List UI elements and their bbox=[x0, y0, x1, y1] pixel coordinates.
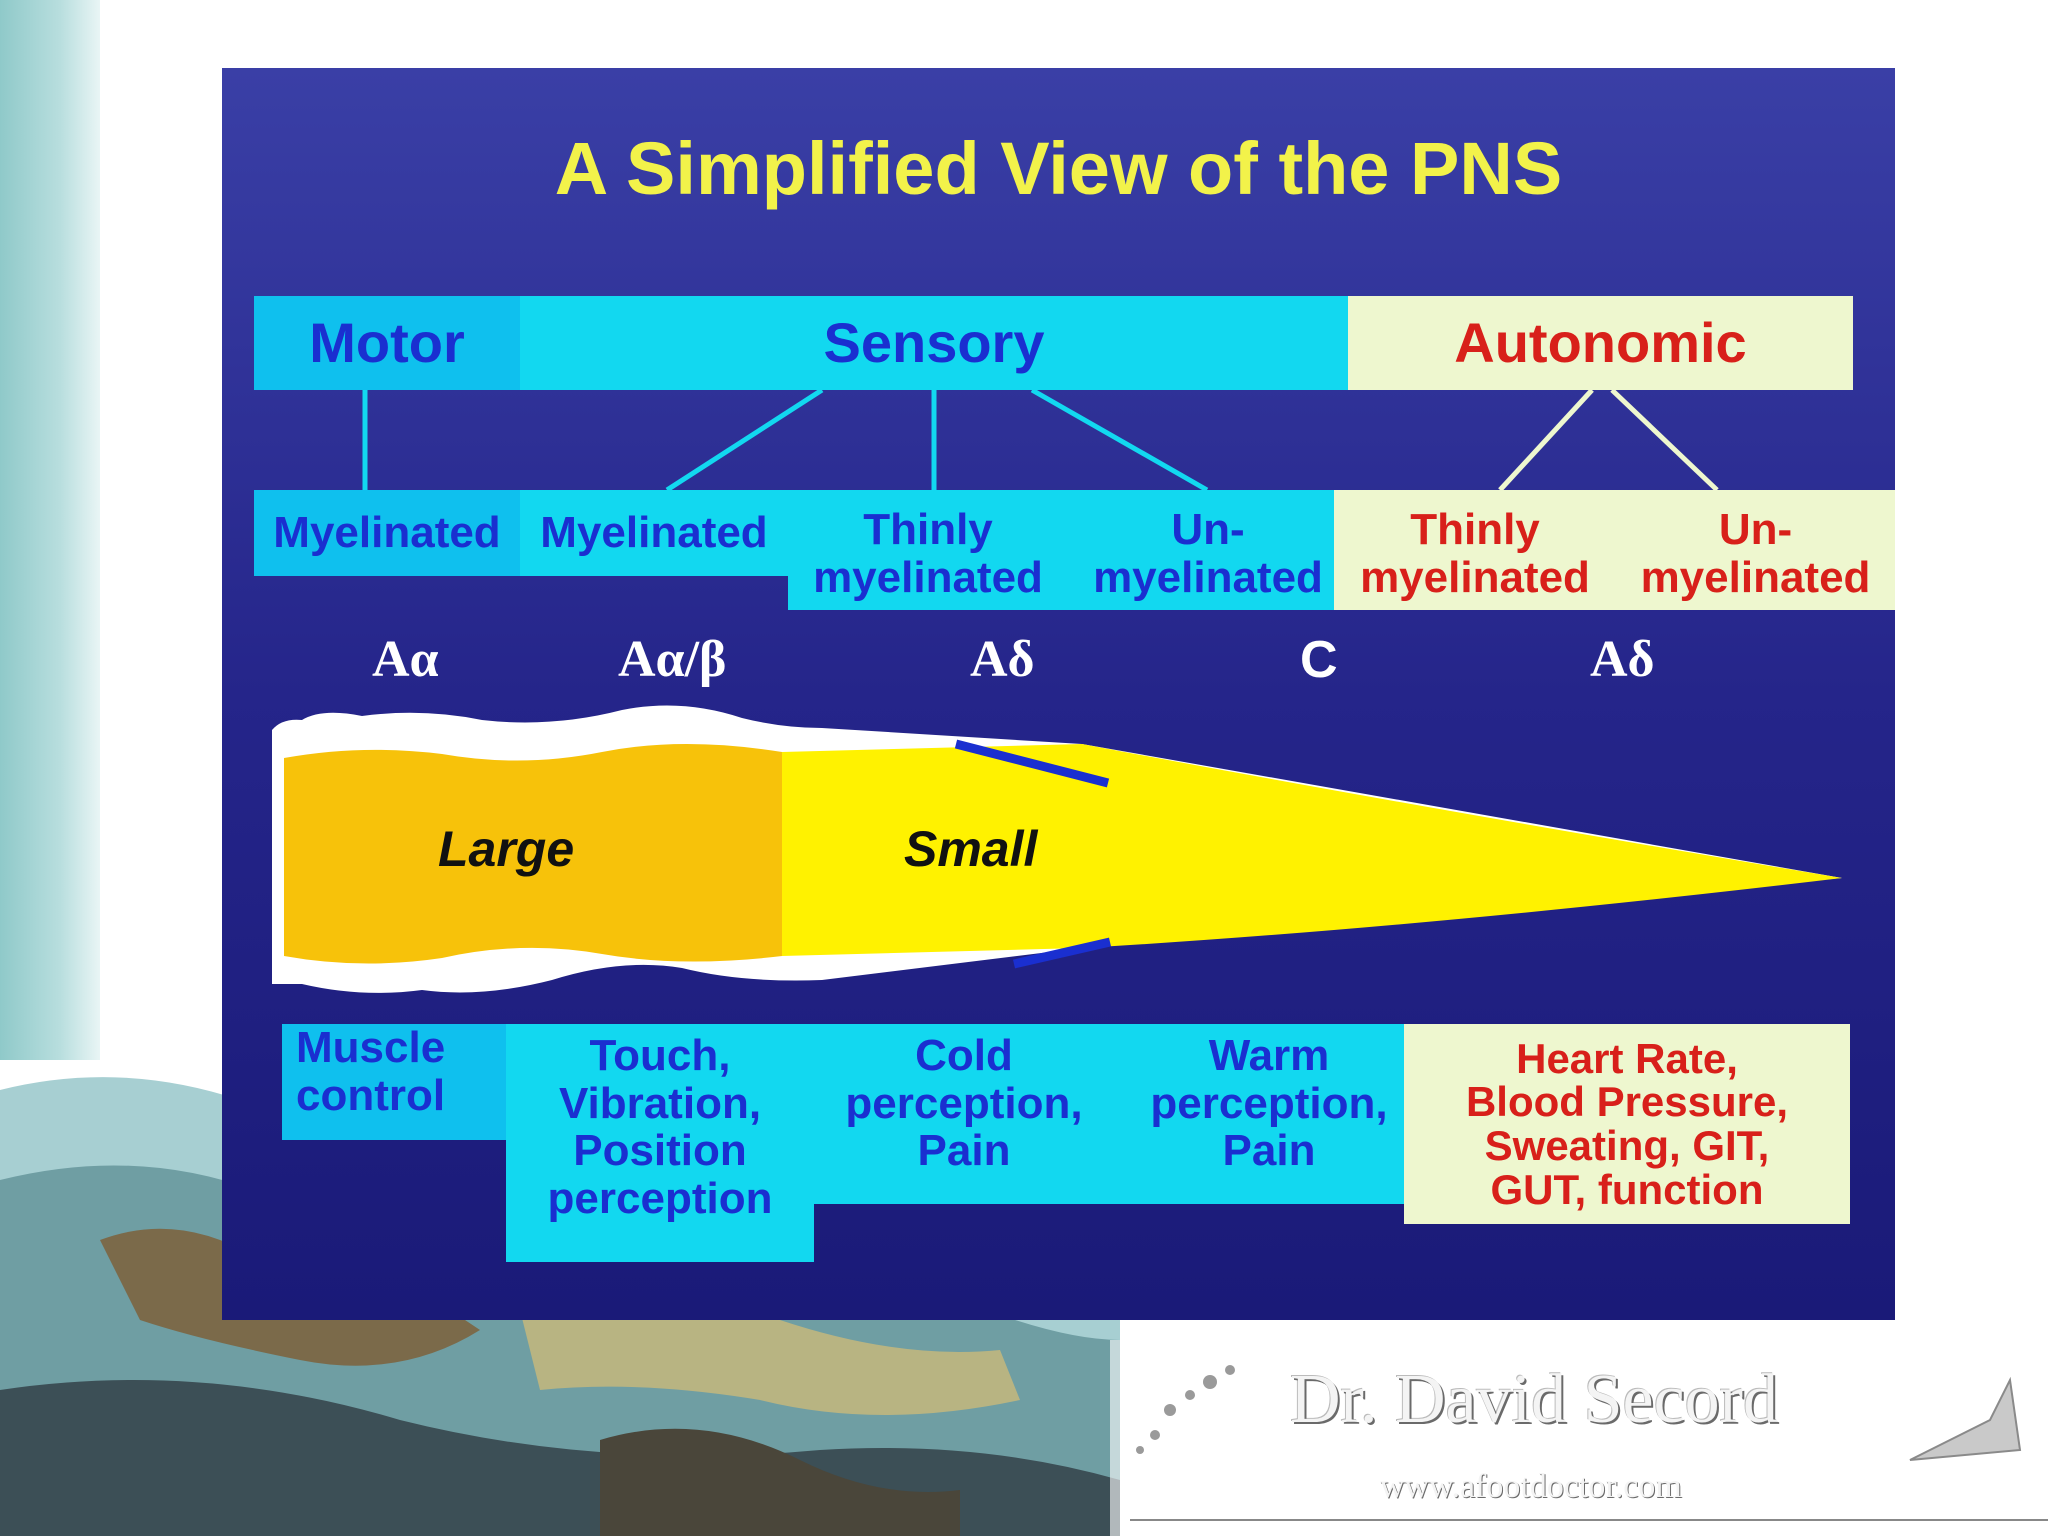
function-muscle-line2: control bbox=[296, 1070, 446, 1120]
category-autonomic-label: Autonomic bbox=[1454, 310, 1747, 374]
myelination-auto-2-line1: Un- bbox=[1718, 505, 1793, 555]
function-touch-line2: Vibration, bbox=[558, 1078, 762, 1128]
function-warm: Warm perception, Pain bbox=[1114, 1024, 1424, 1204]
myelination-auto-2: Un- myelinated bbox=[1616, 498, 1895, 610]
watermark: Dr. David Secord www.afootdoctor.com bbox=[1110, 1340, 2048, 1536]
function-auto-line2: Blood Pressure, bbox=[1465, 1078, 1789, 1126]
myelination-sensory-3-line1: Un- bbox=[1171, 505, 1245, 555]
nerve-fiber-graphic bbox=[272, 705, 1842, 993]
function-auto-line3: Sweating, GIT, bbox=[1484, 1122, 1770, 1169]
thin-myelin-top bbox=[954, 739, 1110, 788]
myelination-autonomic-group bbox=[1334, 490, 1895, 610]
myelination-auto-1-line2: myelinated bbox=[1360, 553, 1590, 602]
fiber-type-c: C bbox=[1300, 631, 1338, 689]
size-label-small: Small bbox=[904, 821, 1038, 877]
function-muscle-control: Muscle control bbox=[282, 1024, 506, 1140]
myelination-auto-1-line1: Thinly bbox=[1410, 505, 1540, 555]
category-motor-label: Motor bbox=[309, 310, 465, 374]
fiber-type-a-alpha-beta: Aα/β bbox=[618, 631, 727, 688]
myelination-sensory-1: Myelinated bbox=[520, 490, 788, 576]
small-fiber-core bbox=[782, 744, 1842, 956]
function-auto-line1: Heart Rate, bbox=[1516, 1034, 1738, 1082]
function-auto-line4: GUT, function bbox=[1490, 1165, 1764, 1213]
category-autonomic: Autonomic bbox=[1348, 296, 1853, 390]
myelination-sensory-group bbox=[788, 490, 1334, 610]
function-temperature-group bbox=[814, 1024, 1424, 1204]
function-cold-line3: Pain bbox=[917, 1126, 1011, 1176]
category-motor: Motor bbox=[254, 296, 520, 390]
watermark-name: Dr. David Secord bbox=[1290, 1361, 1778, 1438]
myelination-sensory-3: Un- myelinated bbox=[1068, 498, 1348, 610]
watermark-url: www.afootdoctor.com bbox=[1380, 1468, 1682, 1505]
sensory-connector-right bbox=[1030, 387, 1209, 493]
function-touch-line1: Touch, bbox=[589, 1031, 731, 1080]
fiber-type-a-delta: Aδ bbox=[970, 631, 1035, 688]
fiber-type-a-alpha: Aα bbox=[372, 631, 439, 688]
function-warm-line2: perception, bbox=[1150, 1078, 1388, 1128]
function-touch-line3: Position bbox=[573, 1126, 747, 1176]
myelination-auto-1: Thinly myelinated bbox=[1334, 498, 1616, 610]
connector-lines bbox=[272, 387, 1842, 993]
function-touch-line4: perception bbox=[547, 1173, 773, 1223]
myelination-motor-label: Myelinated bbox=[273, 508, 501, 558]
function-autonomic: Heart Rate, Blood Pressure, Sweating, GI… bbox=[1404, 1024, 1850, 1224]
sensory-connector-left bbox=[665, 387, 824, 493]
watermark-decoration bbox=[1110, 1340, 2048, 1536]
fiber-type-a-delta-autonomic: Aδ bbox=[1590, 631, 1655, 688]
autonomic-connector-left bbox=[1498, 388, 1594, 492]
myelination-auto-2-line2: myelinated bbox=[1640, 553, 1871, 602]
function-cold: Cold perception, Pain bbox=[814, 1024, 1114, 1204]
function-cold-line2: perception, bbox=[845, 1078, 1083, 1128]
large-fiber-core bbox=[284, 744, 782, 964]
function-warm-line3: Pain bbox=[1222, 1126, 1316, 1176]
myelination-motor: Myelinated bbox=[254, 490, 520, 576]
function-cold-line1: Cold bbox=[915, 1031, 1013, 1080]
myelination-sensory-2-line2: myelinated bbox=[813, 553, 1043, 602]
function-muscle-line1: Muscle bbox=[296, 1023, 446, 1072]
myelination-sensory-1-label: Myelinated bbox=[540, 508, 768, 558]
slide-panel: A Simplified View of the PNS Motor Senso… bbox=[222, 68, 1895, 1320]
autonomic-connector-right bbox=[1610, 388, 1719, 492]
myelination-sensory-2-line1: Thinly bbox=[863, 505, 993, 555]
size-label-large: Large bbox=[438, 821, 575, 877]
function-touch: Touch, Vibration, Position perception bbox=[506, 1024, 814, 1262]
category-sensory: Sensory bbox=[520, 296, 1348, 390]
category-sensory-label: Sensory bbox=[823, 310, 1045, 374]
myelination-sensory-3-line2: myelinated bbox=[1093, 553, 1323, 602]
myelination-sensory-2: Thinly myelinated bbox=[788, 498, 1068, 610]
function-warm-line1: Warm bbox=[1208, 1031, 1330, 1080]
slide-title: A Simplified View of the PNS bbox=[554, 127, 1563, 210]
thin-myelin-bottom bbox=[1012, 937, 1112, 969]
